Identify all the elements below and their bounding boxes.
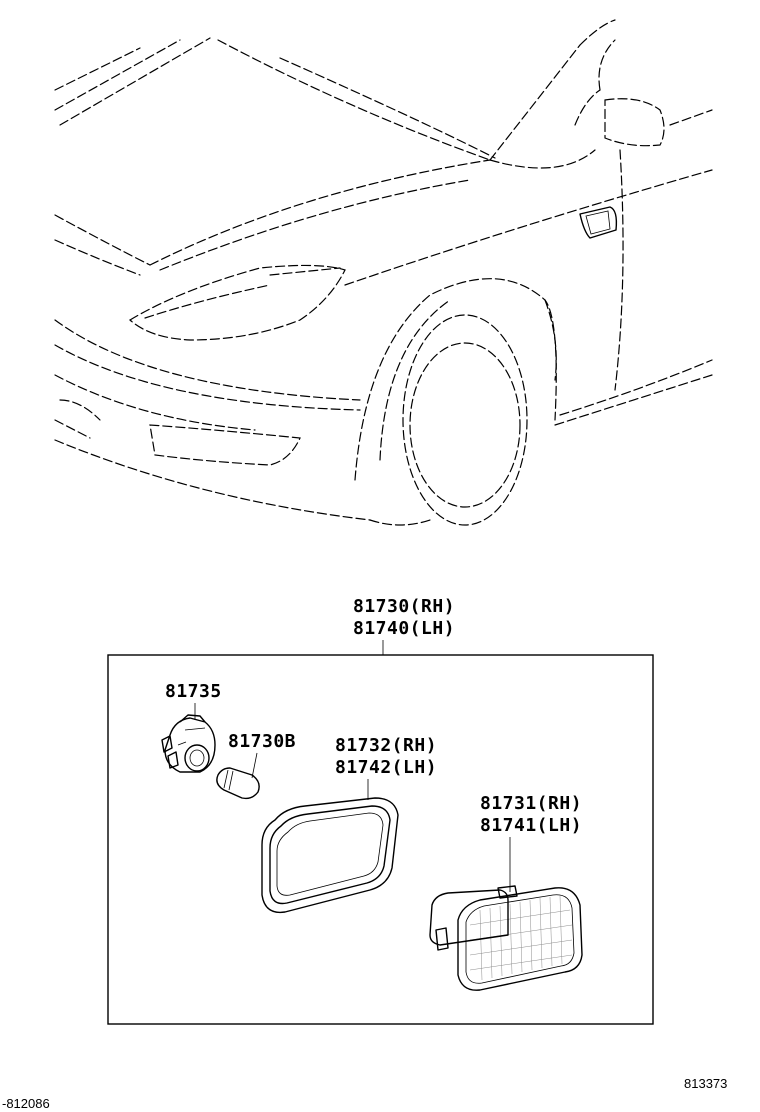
assembly-part-number-lh: 81740(LH): [353, 618, 455, 639]
assembly-box: [107, 654, 654, 1025]
lens-texture: [469, 895, 573, 981]
bulb-part-number: 81730B: [228, 731, 296, 752]
bulb-illustration: [216, 767, 260, 800]
socket-part-number: 81735: [165, 681, 222, 702]
assembly-part-number-rh: 81730(RH): [353, 596, 455, 617]
page-code: -812086: [2, 1096, 50, 1111]
figure-code: 813373: [684, 1076, 727, 1091]
socket-illustration: [161, 714, 216, 773]
lens-part-number-lh: 81741(LH): [480, 815, 582, 836]
lens-part-number-rh: 81731(RH): [480, 793, 582, 814]
bulb-leader-line: [251, 752, 258, 779]
gasket-part-number-rh: 81732(RH): [335, 735, 437, 756]
vehicle-front-illustration: [54, 19, 713, 526]
gasket-illustration: [261, 797, 399, 914]
gasket-part-number-lh: 81742(LH): [335, 757, 437, 778]
lens-illustration: [429, 885, 583, 991]
